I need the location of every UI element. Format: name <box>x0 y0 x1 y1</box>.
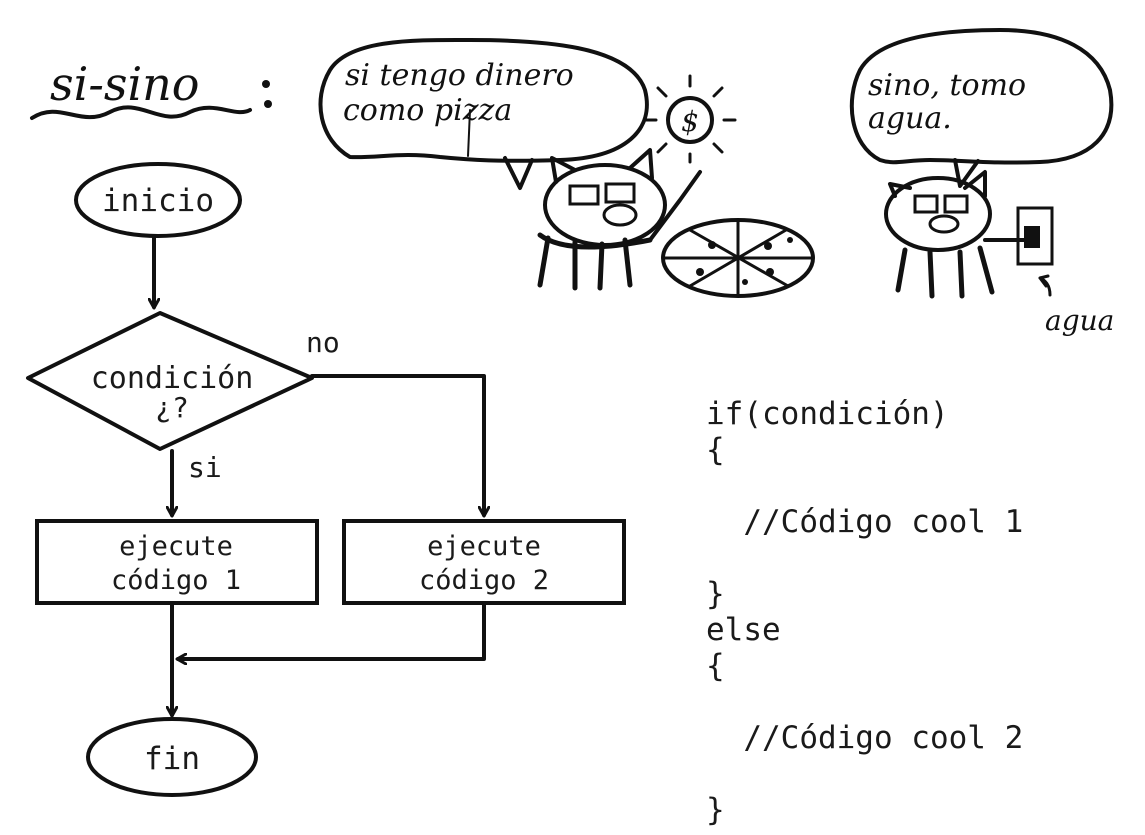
pig-1-ear-right <box>628 148 654 180</box>
code-line: //Código cool 2 <box>706 720 1024 756</box>
speech-bubble-1-line2: como pizza <box>343 93 512 128</box>
colon-dot-top <box>262 80 270 88</box>
pig-1-body <box>537 232 653 250</box>
process-box-2-line2: código 2 <box>419 565 549 596</box>
speech-bubble-1-tail <box>503 156 534 190</box>
coin-rays <box>643 74 737 164</box>
code-line <box>706 756 1023 792</box>
pig-character-1 <box>537 148 702 291</box>
flowchart: inicio condición ¿? no si ejecute código… <box>26 162 626 797</box>
arrow-box2-merge <box>178 601 486 659</box>
code-line <box>706 684 1023 720</box>
title: si-sino <box>50 57 200 111</box>
code-snippet: if(condición){ //Código cool 1}else{ //C… <box>706 396 1023 828</box>
coin-symbol: $ <box>681 105 699 138</box>
end-label: fin <box>144 741 200 777</box>
pig-2-ear-right <box>963 170 987 198</box>
water-tap-icon <box>1016 206 1054 266</box>
pig-1-legs <box>537 235 633 291</box>
decision-label-line1: condición <box>91 361 254 396</box>
pig-2-ear-left <box>888 182 912 198</box>
start-label: inicio <box>102 183 214 219</box>
speech-bubble-2-tail <box>953 158 980 188</box>
pig-1-glasses-right <box>604 182 636 204</box>
speech-bubble-2-line2: agua. <box>868 101 952 136</box>
pig-1-snout <box>602 203 638 227</box>
process-box-2-line1: ejecute <box>427 531 541 562</box>
pig-1-ear-left <box>550 156 577 184</box>
title-group: si-sino <box>30 57 272 120</box>
code-line: //Código cool 1 <box>706 504 1024 540</box>
code-line <box>706 540 1023 576</box>
start-terminal <box>74 162 242 238</box>
decision-diamond <box>26 311 314 451</box>
pig-1-head <box>543 163 667 247</box>
speech-bubble-2-line1: sino, tomo <box>868 68 1026 103</box>
pig-2-glasses-left <box>913 194 939 214</box>
pig-2-glasses-right <box>943 194 969 214</box>
no-branch-label: no <box>306 326 340 359</box>
code-line <box>706 468 1023 504</box>
code-line: else <box>706 612 781 648</box>
speech-bubble-1-line1: si tengo dinero <box>345 58 574 93</box>
decision-label-line2: ¿? <box>155 391 189 424</box>
pig-2-snout <box>928 214 960 234</box>
process-box-1-line1: ejecute <box>119 531 233 562</box>
code-line: } <box>706 792 725 828</box>
code-line: if(condición) <box>706 396 949 432</box>
pig-2-legs <box>895 245 995 299</box>
comic-panel-1: si tengo dinero como pizza $ <box>318 37 815 298</box>
pig-1-glasses-left <box>568 184 600 206</box>
coin-icon <box>666 96 714 144</box>
bubble-1-stray-stroke <box>467 109 471 157</box>
colon-dot-bottom <box>264 100 272 108</box>
code-line: { <box>706 432 725 468</box>
title-underline <box>30 105 252 120</box>
yes-branch-label: si <box>188 451 222 484</box>
comic-panel-2: sino, tomo agua. agua <box>849 28 1114 337</box>
end-terminal <box>86 717 258 797</box>
tap-label: agua <box>1045 304 1114 337</box>
process-box-1 <box>35 519 319 605</box>
arrow-no <box>310 374 484 515</box>
pig-2-head <box>884 176 992 252</box>
code-line: } <box>706 576 725 612</box>
pizza-icon <box>661 218 815 298</box>
speech-bubble-1 <box>318 37 649 163</box>
code-line: { <box>706 648 725 684</box>
pig-1-arm <box>648 170 702 242</box>
tap-pointer-arrow <box>1038 274 1052 297</box>
process-box-1-line2: código 1 <box>111 565 241 596</box>
pig-character-2 <box>884 170 1032 299</box>
speech-bubble-2 <box>849 28 1114 165</box>
